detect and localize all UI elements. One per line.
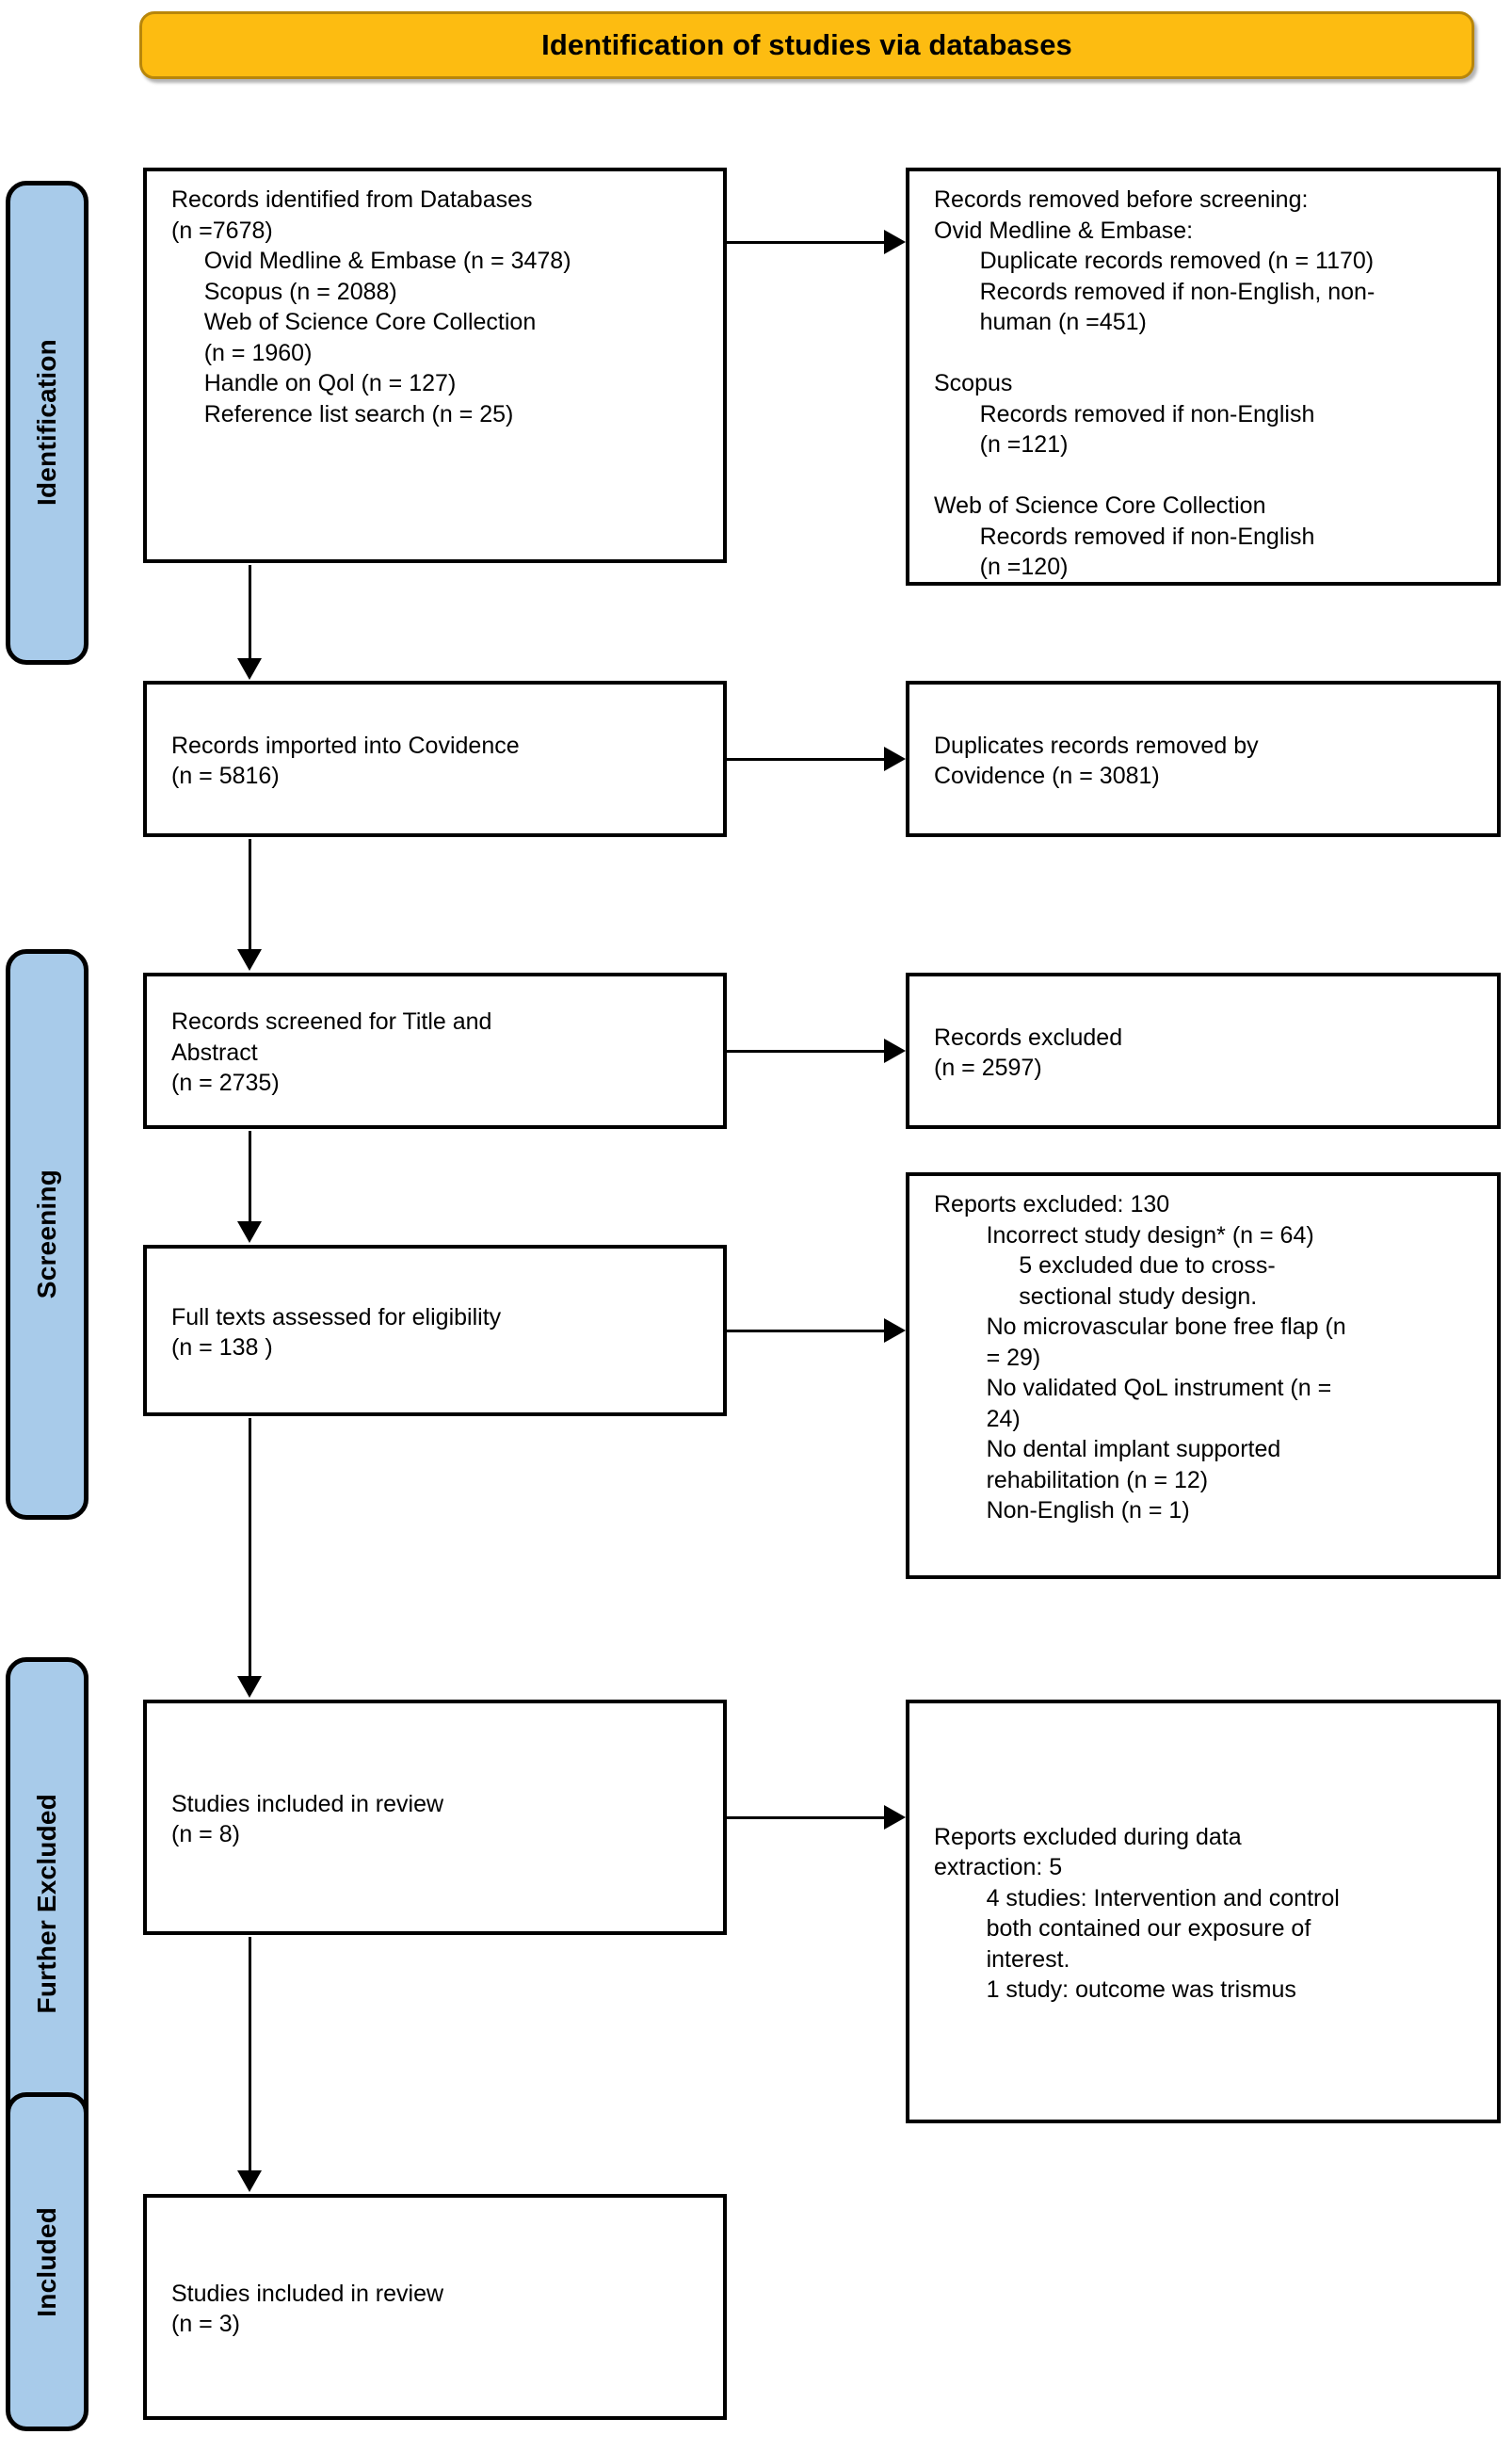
arrow-shaft bbox=[248, 1937, 251, 2171]
arrow-head bbox=[237, 1676, 262, 1698]
stage-rail-identification: Identification bbox=[6, 181, 88, 665]
box-records-removed-before-screening: Records removed before screening: Ovid M… bbox=[906, 168, 1501, 586]
arrow-shaft bbox=[248, 1418, 251, 1677]
box-duplicates-removed-covidence: Duplicates records removed by Covidence … bbox=[906, 681, 1501, 837]
box-full-texts-assessed-text: Full texts assessed for eligibility (n =… bbox=[171, 1303, 502, 1362]
arrow-down-icon-covidence-to-screened bbox=[233, 839, 265, 971]
box-records-excluded: Records excluded (n = 2597) bbox=[906, 973, 1501, 1129]
stage-rail-screening: Screening bbox=[6, 949, 88, 1520]
arrow-head bbox=[884, 230, 906, 254]
arrow-shaft bbox=[727, 240, 885, 244]
box-records-identified-text: Records identified from Databases (n =76… bbox=[171, 186, 571, 427]
stage-label-identification: Identification bbox=[32, 339, 61, 507]
box-duplicates-removed-covidence-text: Duplicates records removed by Covidence … bbox=[934, 732, 1259, 790]
box-full-texts-assessed: Full texts assessed for eligibility (n =… bbox=[143, 1245, 727, 1416]
arrow-shaft bbox=[248, 565, 251, 659]
arrow-down-icon-fulltext-to-included-review bbox=[233, 1418, 265, 1698]
arrow-head bbox=[884, 1039, 906, 1063]
arrow-head bbox=[237, 949, 262, 971]
arrow-right-icon-fulltext-to-reports-excluded bbox=[727, 1316, 906, 1345]
box-records-screened-text: Records screened for Title and Abstract … bbox=[171, 1008, 492, 1097]
box-reports-excluded-data-extraction-text: Reports excluded during data extraction:… bbox=[934, 1823, 1340, 2004]
arrow-head bbox=[884, 1318, 906, 1343]
stage-label-included: Included bbox=[32, 2206, 61, 2317]
arrow-shaft bbox=[248, 1131, 251, 1222]
arrow-right-icon-covidence-to-duplicates bbox=[727, 745, 906, 773]
box-records-imported-covidence-text: Records imported into Covidence (n = 581… bbox=[171, 732, 520, 790]
arrow-head bbox=[237, 2170, 262, 2192]
box-studies-included-final: Studies included in review (n = 3) bbox=[143, 2194, 727, 2420]
arrow-shaft bbox=[727, 757, 885, 761]
arrow-shaft bbox=[727, 1329, 885, 1332]
stage-label-screening: Screening bbox=[32, 1169, 61, 1299]
box-records-removed-before-screening-text: Records removed before screening: Ovid M… bbox=[934, 186, 1375, 580]
arrow-shaft bbox=[727, 1815, 885, 1819]
box-records-screened: Records screened for Title and Abstract … bbox=[143, 973, 727, 1129]
page-title: Identification of studies via databases bbox=[541, 28, 1072, 61]
arrow-right-icon-included-review-to-data-extraction bbox=[727, 1803, 906, 1831]
arrow-shaft bbox=[248, 839, 251, 950]
arrow-down-icon-included-review-to-final bbox=[233, 1937, 265, 2192]
box-reports-excluded-text: Reports excluded: 130 Incorrect study de… bbox=[934, 1191, 1346, 1524]
box-reports-excluded: Reports excluded: 130 Incorrect study de… bbox=[906, 1172, 1501, 1579]
arrow-right-icon-screened-to-records-excluded bbox=[727, 1037, 906, 1065]
stage-rail-included: Included bbox=[6, 2092, 88, 2431]
arrow-down-icon-screened-to-fulltext bbox=[233, 1131, 265, 1243]
box-reports-excluded-data-extraction: Reports excluded during data extraction:… bbox=[906, 1700, 1501, 2123]
arrow-head bbox=[884, 747, 906, 771]
header-banner: Identification of studies via databases bbox=[139, 11, 1474, 79]
arrow-down-icon-identified-to-covidence bbox=[233, 565, 265, 680]
box-records-excluded-text: Records excluded (n = 2597) bbox=[934, 1024, 1123, 1082]
stage-label-further-excluded: Further Excluded bbox=[32, 1794, 61, 2014]
arrow-head bbox=[237, 658, 262, 680]
arrow-head bbox=[884, 1805, 906, 1830]
stage-rail-further-excluded: Further Excluded bbox=[6, 1657, 88, 2151]
box-studies-included-review-text: Studies included in review (n = 8) bbox=[171, 1790, 444, 1848]
box-studies-included-review: Studies included in review (n = 8) bbox=[143, 1700, 727, 1935]
box-studies-included-final-text: Studies included in review (n = 3) bbox=[171, 2280, 444, 2338]
box-records-identified: Records identified from Databases (n =76… bbox=[143, 168, 727, 563]
box-records-imported-covidence: Records imported into Covidence (n = 581… bbox=[143, 681, 727, 837]
arrow-shaft bbox=[727, 1049, 885, 1053]
arrow-right-icon-identified-to-removed bbox=[727, 228, 906, 256]
arrow-head bbox=[237, 1221, 262, 1243]
